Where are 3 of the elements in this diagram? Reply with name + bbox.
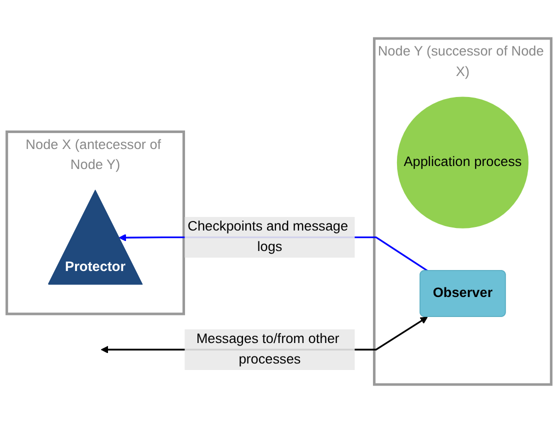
edge-label: Messages to/from other processes	[196, 332, 340, 367]
node-circle: Application process	[396, 96, 529, 228]
edge-label: Checkpoints and message logs	[188, 219, 348, 254]
